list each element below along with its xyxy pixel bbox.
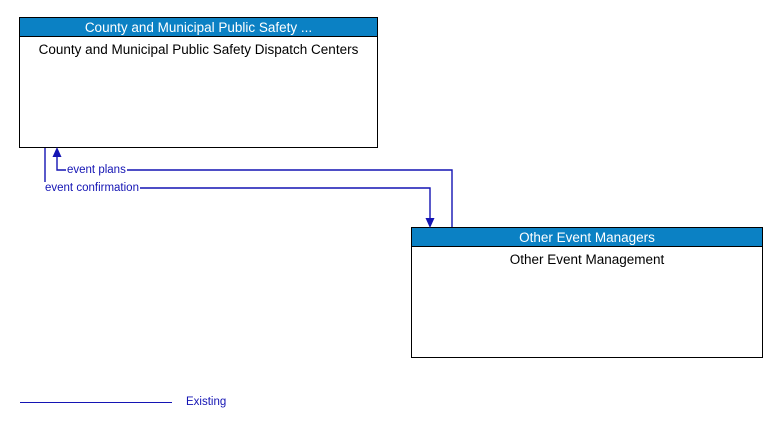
entity-titlebar-county-municipal-public-safety: County and Municipal Public Safety ... bbox=[20, 18, 377, 37]
legend-line-existing bbox=[20, 402, 172, 403]
legend: Existing bbox=[0, 393, 782, 415]
arrowhead-event-plans bbox=[52, 147, 62, 157]
entity-body-county-municipal-public-safety: County and Municipal Public Safety Dispa… bbox=[38, 42, 359, 57]
entity-body-other-event-managers: Other Event Management bbox=[509, 252, 665, 267]
legend-label-existing: Existing bbox=[186, 396, 227, 408]
entity-box-other-event-managers[interactable]: Other Event Managers Other Event Managem… bbox=[411, 227, 763, 358]
flow-label-event-confirmation: event confirmation bbox=[44, 182, 140, 194]
flow-label-event-plans: event plans bbox=[66, 164, 127, 176]
entity-titlebar-other-event-managers: Other Event Managers bbox=[412, 228, 762, 247]
entity-box-county-municipal-public-safety[interactable]: County and Municipal Public Safety ... C… bbox=[19, 17, 378, 148]
